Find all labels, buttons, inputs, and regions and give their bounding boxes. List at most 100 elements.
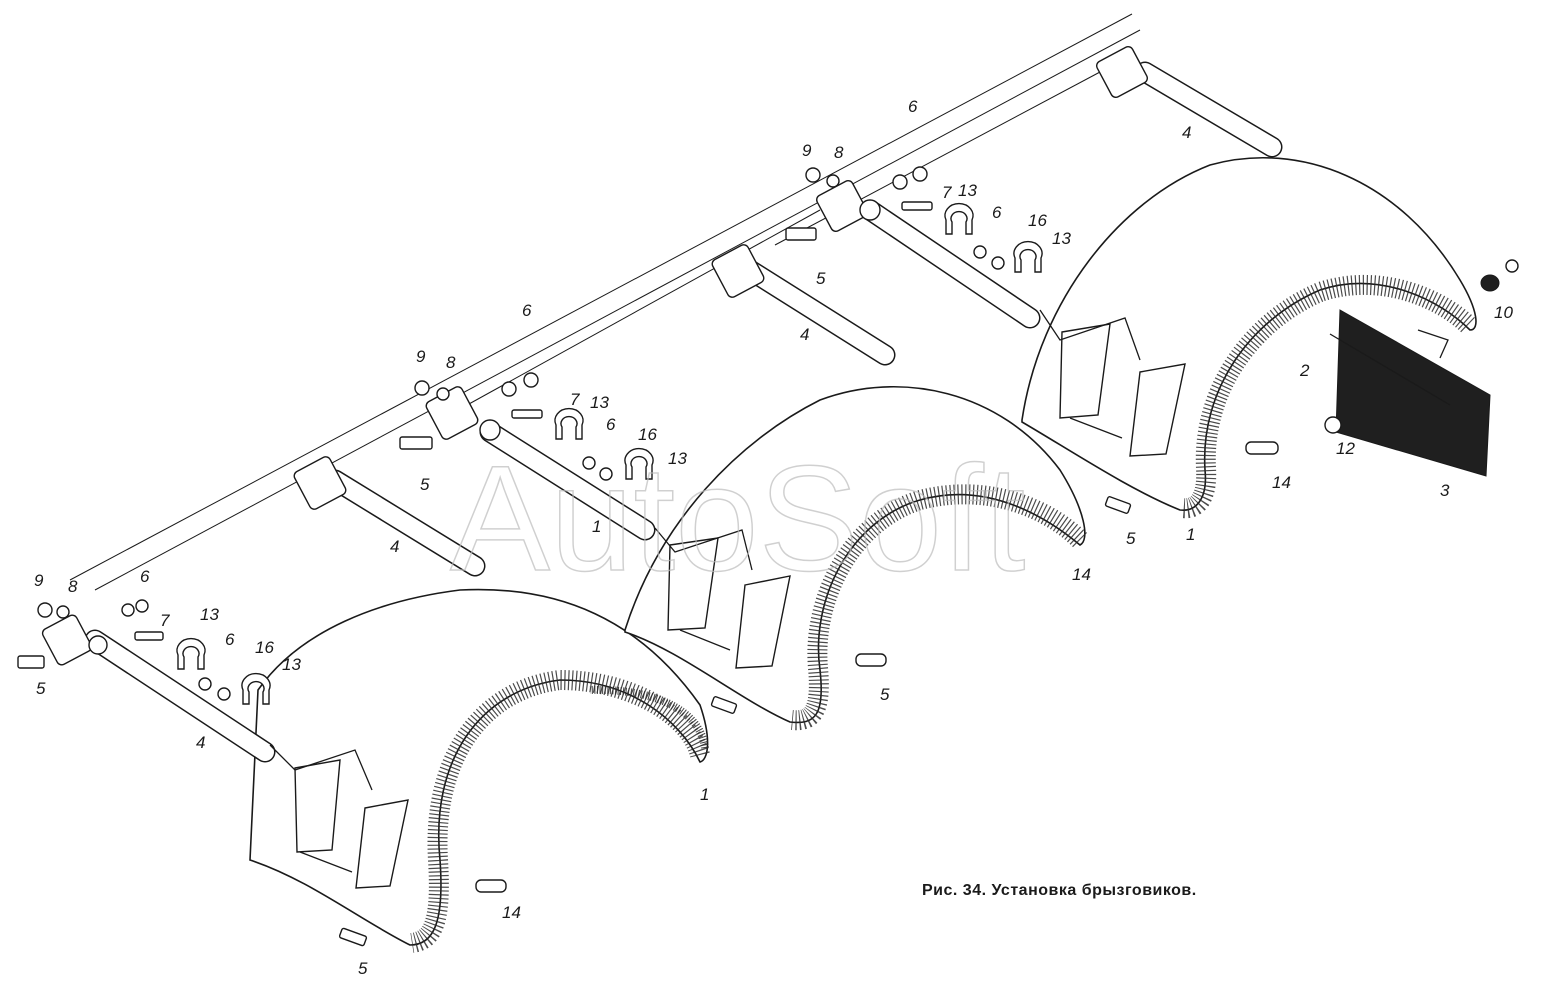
rear-clamp-1 [944, 202, 974, 235]
rear-assembly-callout-14: 14 [1272, 473, 1291, 492]
middle-assembly-callout-16: 16 [638, 425, 657, 444]
front-assembly-callout-5: 5 [36, 679, 46, 698]
rear-assembly-callout-5: 5 [816, 269, 826, 288]
middle-bracket-eye [479, 419, 501, 441]
middle-bracket-a [293, 456, 347, 510]
rear-clamp-2 [1013, 240, 1043, 273]
front-assembly-callout-8: 8 [68, 577, 78, 596]
middle-nut-6c [582, 456, 596, 470]
rear-bracket-eye [859, 199, 881, 221]
rear-bolt-5b [1104, 496, 1132, 514]
middle-flap-holder-1 [667, 537, 719, 631]
middle-assembly-callout-4: 4 [800, 325, 809, 344]
front-flap-holder-2 [355, 799, 409, 889]
front-mudguard-assembly [17, 588, 710, 953]
middle-bracket-b [425, 386, 479, 440]
middle-assembly-callout-13: 13 [590, 393, 609, 412]
front-assembly-callout-6: 6 [140, 567, 150, 586]
middle-mudguard-assembly [293, 244, 1088, 731]
front-clamp-2 [241, 672, 271, 705]
middle-assembly-callout-1: 1 [592, 517, 601, 536]
middle-assembly-callout-5: 5 [420, 475, 430, 494]
front-bolt-5 [17, 655, 45, 669]
middle-nut-6b [523, 372, 539, 388]
rear-assembly-callout-13: 13 [1052, 229, 1071, 248]
front-flap-holder-1 [294, 759, 341, 853]
rear-rubber-flap [1335, 309, 1491, 477]
middle-nut-6d [599, 467, 613, 481]
middle-bolt-5 [399, 436, 433, 450]
rear-screw-10 [1505, 259, 1519, 273]
rear-assembly-callout-13: 13 [958, 181, 977, 200]
rear-washer-10 [1480, 274, 1500, 292]
rear-bracket-a [1096, 46, 1148, 98]
rear-assembly-callout-1: 1 [1186, 525, 1195, 544]
front-assembly-callout-9: 9 [34, 571, 44, 590]
middle-assembly-callout-9: 9 [416, 347, 426, 366]
rear-assembly-callout-3: 3 [1440, 481, 1450, 500]
front-mudguard-rim [409, 669, 710, 953]
rear-assembly-callout-4: 4 [1182, 123, 1191, 142]
front-assembly-callout-6: 6 [225, 630, 235, 649]
middle-nut-6a [501, 381, 517, 397]
rear-assembly-callout-7: 7 [942, 183, 952, 202]
front-assembly-callout-14: 14 [502, 903, 521, 922]
front-assembly-callout-13: 13 [282, 655, 301, 674]
middle-assembly-callout-8: 8 [446, 353, 456, 372]
front-assembly-callout-13: 13 [200, 605, 219, 624]
front-assembly-callout-4: 4 [196, 733, 205, 752]
front-assembly-callout-16: 16 [255, 638, 274, 657]
rear-bolt-14 [1245, 441, 1279, 455]
rear-assembly-callout-5: 5 [1126, 529, 1136, 548]
rear-bolt-7 [901, 201, 933, 211]
front-washer-8 [56, 605, 70, 619]
front-bolt-5b [338, 927, 368, 947]
middle-clamp-2 [624, 447, 654, 480]
rear-flap-strip [1329, 333, 1451, 406]
front-bolt-7 [134, 631, 164, 641]
rear-assembly-callout-2: 2 [1299, 361, 1310, 380]
middle-assembly-callout-6: 6 [522, 301, 532, 320]
middle-assembly-callout-7: 7 [570, 390, 580, 409]
middle-bracket-c [711, 244, 765, 298]
front-nut-6d [217, 687, 231, 701]
rear-assembly-callout-12: 12 [1336, 439, 1355, 458]
rear-bolt-5 [785, 227, 817, 241]
front-nut-6b [135, 599, 149, 613]
front-bolt-14 [475, 879, 507, 893]
middle-flap-holder-2 [735, 575, 791, 669]
rear-mudguard-assembly [785, 46, 1519, 519]
front-nut-6a [121, 603, 135, 617]
middle-bolt-7 [511, 409, 543, 419]
rear-assembly-callout-10: 10 [1494, 303, 1513, 322]
front-bracket-eye [88, 635, 108, 655]
rear-nut-6a [892, 174, 908, 190]
rear-nut-12 [1324, 416, 1342, 434]
rear-flap-holder-2 [1129, 363, 1186, 457]
front-assembly-callout-5: 5 [358, 959, 368, 978]
middle-bolt-14 [855, 653, 887, 667]
middle-assembly-callout-6: 6 [606, 415, 616, 434]
front-assembly-callout-1: 1 [700, 785, 709, 804]
front-bracket [41, 614, 93, 666]
rear-assembly-callout-16: 16 [1028, 211, 1047, 230]
watermark: AutoSoft [450, 434, 1025, 602]
middle-assembly-callout-4: 4 [390, 537, 399, 556]
rear-nut-6b [912, 166, 928, 182]
middle-assembly-callout-13: 13 [668, 449, 687, 468]
middle-assembly-callout-5: 5 [880, 685, 890, 704]
front-nut-9 [37, 602, 53, 618]
rear-nut-9 [805, 167, 821, 183]
rear-bracket-b [816, 180, 868, 232]
middle-assembly-callout-14: 14 [1072, 565, 1091, 584]
rear-flap-holder-1 [1059, 323, 1111, 419]
rear-nut-6d [991, 256, 1005, 270]
rear-assembly-callout-8: 8 [834, 143, 844, 162]
figure-caption: Рис. 34. Установка брызговиков. [922, 882, 1197, 899]
middle-nut-9 [414, 380, 430, 396]
rear-assembly-callout-6: 6 [992, 203, 1002, 222]
front-nut-6c [198, 677, 212, 691]
